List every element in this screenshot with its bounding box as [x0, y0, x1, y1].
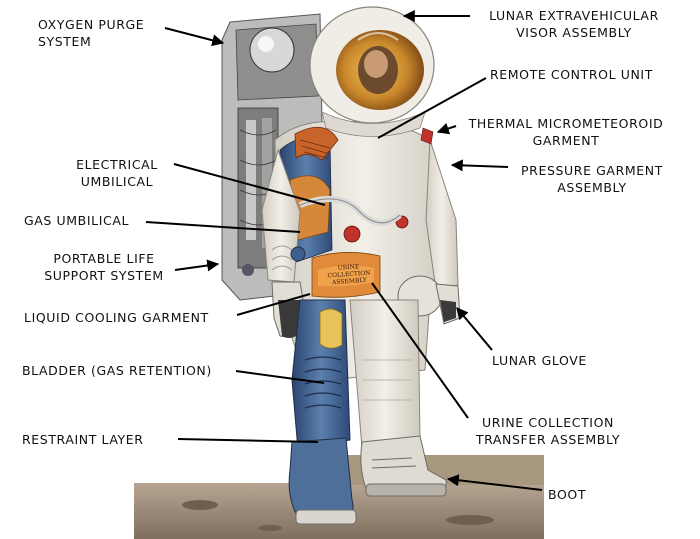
boots [288, 435, 447, 525]
label-lunar-glove: LUNAR GLOVE [492, 353, 587, 368]
label-restraint-layer: RESTRAINT LAYER [22, 432, 144, 447]
label-thermal-micrometeoroid-garment: THERMAL MICROMETEOROID GARMENT [468, 116, 664, 148]
leader-restraint [177, 438, 319, 443]
label-gas-umbilical: GAS UMBILICAL [24, 213, 130, 228]
label-lunar-extravehicular-visor-assembly: LUNAR EXTRAVEHICULAR VISOR ASSEMBLY [489, 8, 659, 40]
label-liquid-cooling-garment: LIQUID COOLING GARMENT [24, 310, 209, 325]
label-electrical-umbilical: ELECTRICAL UMBILICAL [76, 157, 158, 189]
leader-pressure-garment [450, 159, 509, 172]
leader-lines [145, 10, 543, 491]
label-portable-life-support-system: PORTABLE LIFE SUPPORT SYSTEM [44, 251, 164, 283]
label-boot: BOOT [548, 487, 587, 502]
label-pressure-garment-assembly: PRESSURE GARMENT ASSEMBLY [521, 163, 663, 195]
leader-electrical-umbilical [173, 163, 326, 206]
label-oxygen-purge-system: OXYGEN PURGE SYSTEM [38, 17, 145, 49]
label-remote-control-unit: REMOTE CONTROL UNIT [490, 67, 653, 82]
urine-collection-inset-text: URINE COLLECTION ASSEMBLY [327, 263, 371, 287]
leader-gas-umbilical [145, 221, 301, 233]
label-urine-collection-transfer-assembly: URINE COLLECTION TRANSFER ASSEMBLY [475, 415, 621, 447]
urine-collection-inset [311, 252, 381, 298]
leader-liquid-cooling [236, 293, 311, 316]
leader-remote-control [377, 77, 487, 139]
leader-boot [446, 474, 543, 491]
leader-lunar-glove [456, 307, 493, 351]
helmet [309, 6, 435, 137]
leader-bladder [235, 370, 325, 384]
leader-thermal [436, 122, 457, 135]
leader-urine-collection [371, 282, 469, 419]
leader-oxygen-purge [164, 27, 225, 47]
label-bladder: BLADDER (GAS RETENTION) [22, 363, 212, 378]
suit-legs [291, 299, 421, 451]
leader-plss [174, 259, 220, 272]
